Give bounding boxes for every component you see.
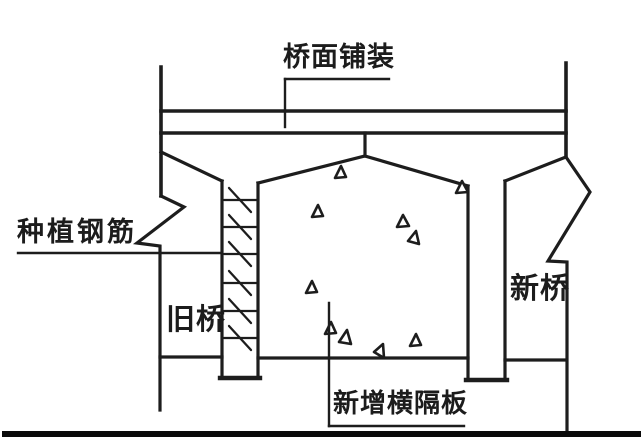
leader-lines	[16, 77, 466, 428]
old-bridge-outline	[132, 149, 225, 412]
new-diaphragm-label: 新增横隔板	[333, 388, 469, 418]
deck-pavement-label: 桥面铺装	[283, 42, 395, 72]
planted-rebar-marks	[222, 186, 259, 352]
planted-rebar-label: 种植钢筋	[17, 217, 137, 247]
deck-pavement-lines	[159, 61, 568, 198]
diaphragm-outline	[256, 131, 470, 360]
new-bridge-outline	[502, 154, 592, 434]
new-flange-haunch	[502, 154, 569, 184]
old-flange-haunch	[158, 149, 225, 184]
aggregate-marks	[304, 164, 470, 360]
new-girder-web	[463, 179, 510, 383]
old-girder-web	[217, 179, 263, 381]
right-break-line	[545, 154, 592, 434]
old-bridge-label: 旧桥	[166, 304, 227, 336]
left-break-line	[132, 193, 188, 412]
new-bridge-label: 新桥	[510, 273, 571, 305]
